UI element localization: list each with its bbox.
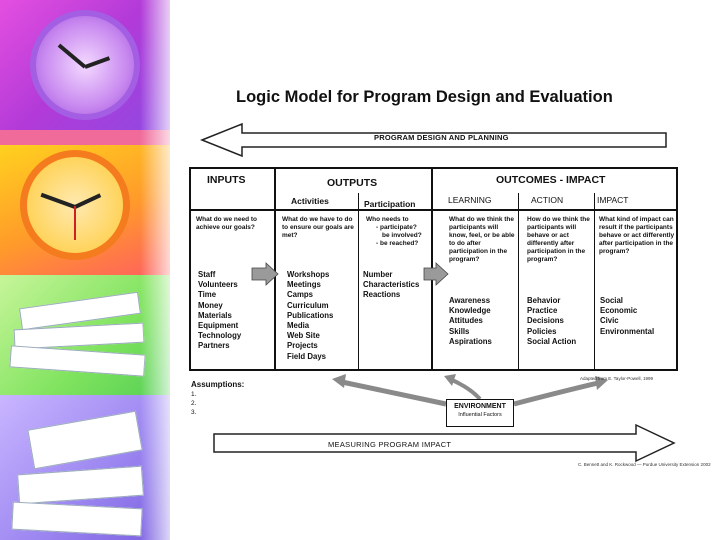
column-divider [518, 193, 519, 371]
decorative-photo-strip [0, 0, 170, 540]
diagram-title: Logic Model for Program Design and Evalu… [236, 88, 613, 106]
list-item: Volunteers [198, 280, 238, 290]
list-item: Money [198, 300, 223, 310]
outcomes-header: OUTCOMES - IMPACT [496, 174, 606, 186]
inputs-question: What do we need to achieve our goals? [196, 216, 258, 231]
list-item: Practice [527, 306, 558, 316]
inputs-list: Staff Volunteers Time Money Materials Eq… [198, 270, 241, 352]
list-item: Awareness [449, 296, 491, 305]
list-item: Social [600, 296, 623, 305]
participation-question-line: - be reached? [376, 240, 419, 247]
list-item: Civic [600, 316, 619, 326]
list-item: Equipment [198, 321, 239, 331]
list-item: Behavior [527, 296, 561, 305]
list-item: Web Site [287, 331, 320, 341]
column-divider [594, 193, 595, 371]
participation-list: Number Characteristics Reactions [363, 270, 419, 301]
outputs-header: OUTPUTS [327, 177, 378, 189]
curved-arrow-up-icon [451, 378, 482, 401]
column-divider [431, 167, 433, 371]
column-divider [358, 193, 359, 371]
list-item: Field Days [287, 351, 326, 361]
list-item: Policies [527, 326, 557, 336]
column-divider [274, 167, 276, 371]
list-item: Curriculum [287, 300, 329, 310]
list-item: Aspirations [449, 336, 492, 346]
impact-list: Social Economic Civic Environmental [600, 296, 654, 337]
list-item: Decisions [527, 316, 564, 326]
list-item: Partners [198, 341, 230, 351]
activities-question: What do we have to do to ensure our goal… [282, 216, 354, 239]
impact-question: What kind of impact can result if the pa… [599, 216, 675, 255]
list-item: Knowledge [449, 306, 491, 316]
list-item: Staff [198, 270, 216, 279]
learning-question: What do we think the participants will k… [449, 216, 515, 263]
strip-fade [140, 0, 170, 540]
participation-question: Who needs to - participate? be involved?… [366, 216, 428, 248]
assumption-item: 1. [191, 391, 197, 398]
learning-list: Awareness Knowledge Attitudes Skills Asp… [449, 296, 492, 347]
list-item: Attitudes [449, 316, 483, 326]
participation-question-line: be involved? [382, 232, 422, 239]
list-item: Workshops [287, 270, 330, 279]
participation-question-line: - participate? [376, 224, 417, 231]
list-item: Time [198, 290, 217, 300]
assumption-item: 3. [191, 409, 197, 416]
activities-list: Workshops Meetings Camps Curriculum Publ… [287, 270, 333, 362]
list-item: Media [287, 321, 310, 331]
environment-title: ENVIRONMENT [454, 403, 506, 410]
list-item: Skills [449, 326, 470, 336]
activities-header: Activities [291, 196, 329, 206]
inputs-header: INPUTS [207, 174, 246, 186]
impact-header: IMPACT [597, 195, 629, 205]
participation-question-line: Who needs to [366, 216, 409, 223]
footer-credit: C. Bennett and K. Rockwood — Purdue Univ… [578, 462, 711, 467]
list-item: Economic [600, 306, 638, 316]
list-item: Camps [287, 290, 313, 300]
curved-arrow-right-icon [513, 380, 599, 407]
action-header: ACTION [531, 195, 564, 205]
assumptions-header: Assumptions: [191, 380, 245, 389]
learning-header: LEARNING [448, 195, 492, 205]
list-item: Environmental [600, 326, 655, 336]
orange-clock-icon [20, 150, 130, 260]
list-item: Projects [287, 341, 318, 351]
list-item: Materials [198, 310, 232, 320]
left-arrow-icon [200, 122, 667, 158]
pink-band [0, 130, 170, 145]
assumption-item: 2. [191, 400, 197, 407]
action-list: Behavior Practice Decisions Policies Soc… [527, 296, 576, 347]
top-arrow-label: PROGRAM DESIGN AND PLANNING [374, 133, 509, 142]
list-item: Social Action [527, 336, 577, 346]
list-item: Publications [287, 310, 334, 320]
action-question: How do we think the participants will be… [527, 216, 590, 263]
adapted-note: Adapted from E. Taylor-Powell, 1999 [580, 376, 653, 381]
purple-clock-icon [30, 10, 140, 120]
environment-box: ENVIRONMENT Influential Factors [446, 399, 514, 427]
list-item: Characteristics [363, 280, 420, 290]
participation-header: Participation [364, 199, 416, 209]
list-item: Meetings [287, 280, 321, 290]
header-divider [189, 209, 678, 211]
bottom-arrow-label: MEASURING PROGRAM IMPACT [328, 440, 452, 449]
list-item: Reactions [363, 290, 401, 300]
curved-arrow-left-icon [341, 379, 447, 407]
list-item: Number [363, 270, 393, 279]
environment-subtitle: Influential Factors [458, 412, 502, 418]
list-item: Technology [198, 331, 242, 341]
